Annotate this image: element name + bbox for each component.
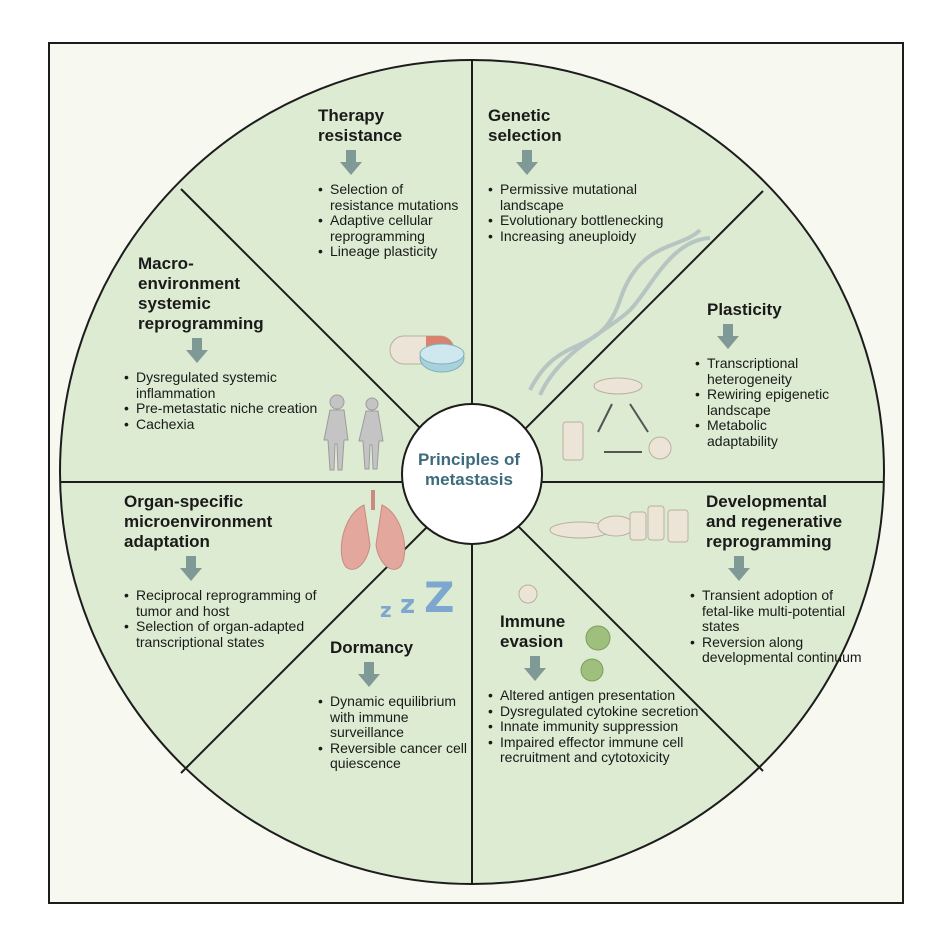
segment-title: resistance xyxy=(318,126,403,145)
segment-title: Genetic xyxy=(488,106,551,125)
segment-dormancy: Dormancy Dynamic equilibrium with immune… xyxy=(318,638,468,772)
center-circle xyxy=(401,403,543,545)
bullet-list: Reciprocal reprogramming of tumor and ho… xyxy=(124,587,354,650)
list-item: Transient adoption of fetal-like multi-p… xyxy=(690,587,865,635)
segment-title: Therapy xyxy=(318,106,385,125)
list-item: Dysregulated cytokine secretion xyxy=(488,703,718,720)
segment-title: Developmental xyxy=(706,492,827,511)
segment-title: Immune xyxy=(500,612,566,631)
list-item: Increasing aneuploidy xyxy=(488,228,678,245)
segment-title: Plasticity xyxy=(707,300,782,319)
list-item: Adaptive cellular reprogramming xyxy=(318,212,468,244)
segment-title: selection xyxy=(488,126,562,145)
center-title: Principles of metastasis xyxy=(398,450,540,490)
bullet-list: Permissive mutational landscape Evolutio… xyxy=(488,181,678,245)
segment-title: adaptation xyxy=(124,532,210,551)
down-arrow-icon xyxy=(717,324,739,350)
down-arrow-icon xyxy=(516,150,538,176)
list-item: Innate immunity suppression xyxy=(488,718,718,735)
lungs-illustration xyxy=(340,490,406,570)
segment-therapy-resistance: Therapy resistance Selection of resistan… xyxy=(318,106,468,260)
list-item: Altered antigen presentation xyxy=(488,687,718,704)
list-item: Reciprocal reprogramming of tumor and ho… xyxy=(124,587,354,619)
zzz-large: Z xyxy=(424,573,455,622)
zzz-small-1: z xyxy=(380,598,392,622)
segment-title: microenvironment xyxy=(124,512,273,531)
list-item: Reversible cancer cell quiescence xyxy=(318,740,468,772)
list-item: Dynamic equilibrium with immune surveill… xyxy=(318,693,468,741)
segment-plasticity: Plasticity Transcriptional heterogeneity… xyxy=(695,300,835,449)
bullet-list: Transcriptional heterogeneity Rewiring e… xyxy=(695,355,835,449)
list-item: Cachexia xyxy=(124,416,324,433)
segment-macro-environment: Macro- environment systemic reprogrammin… xyxy=(124,254,324,432)
segment-title: reprogramming xyxy=(706,532,832,551)
list-item: Pre-metastatic niche creation xyxy=(124,400,324,417)
segment-developmental-reprogramming: Developmental and regenerative reprogram… xyxy=(690,492,865,666)
human-bodies-illustration xyxy=(323,394,384,471)
down-arrow-icon xyxy=(340,150,362,176)
down-arrow-icon xyxy=(358,662,380,688)
segment-genetic-selection: Genetic selection Permissive mutational … xyxy=(488,106,678,244)
list-item: Permissive mutational landscape xyxy=(488,181,678,213)
list-item: Selection of resistance mutations xyxy=(318,181,468,213)
down-arrow-icon xyxy=(186,338,208,364)
list-item: Impaired effector immune cell recruitmen… xyxy=(488,734,718,766)
segment-immune-evasion: Immune evasion Altered antigen presentat… xyxy=(488,612,718,766)
down-arrow-icon xyxy=(728,556,750,582)
segment-title: and regenerative xyxy=(706,512,843,531)
segment-title: Macro- xyxy=(138,254,194,273)
list-item: Transcriptional heterogeneity xyxy=(695,355,835,387)
segment-organ-specific-adaptation: Organ-specific microenvironment adaptati… xyxy=(124,492,354,650)
center-title-line-2: metastasis xyxy=(425,470,513,489)
segment-title: environment xyxy=(138,274,241,293)
down-arrow-icon xyxy=(180,556,202,582)
down-arrow-icon xyxy=(524,656,546,682)
bullet-list: Selection of resistance mutations Adapti… xyxy=(318,181,468,260)
list-item: Reversion along developmental continuum xyxy=(690,634,865,666)
segment-title: Organ-specific xyxy=(124,492,244,511)
list-item: Selection of organ-adapted transcription… xyxy=(124,618,354,650)
immune-cells-illustration xyxy=(518,584,611,682)
bullet-list: Dysregulated systemic inflammation Pre-m… xyxy=(124,369,324,433)
list-item: Dysregulated systemic inflammation xyxy=(124,369,324,401)
list-item: Metabolic adaptability xyxy=(695,417,835,449)
segment-title: evasion xyxy=(500,632,564,651)
cell-states-illustration xyxy=(562,377,672,461)
zzz-small-2: z xyxy=(400,590,416,620)
list-item: Lineage plasticity xyxy=(318,243,468,260)
list-item: Evolutionary bottlenecking xyxy=(488,212,678,229)
bullet-list: Dynamic equilibrium with immune surveill… xyxy=(318,693,468,772)
bullet-list: Transient adoption of fetal-like multi-p… xyxy=(690,587,865,666)
center-title-line-1: Principles of xyxy=(417,450,521,469)
segment-title: reprogramming xyxy=(138,314,264,333)
pills-illustration xyxy=(389,335,465,373)
bullet-list: Altered antigen presentation Dysregulate… xyxy=(488,687,718,766)
segment-title: systemic xyxy=(138,294,211,313)
list-item: Rewiring epigenetic landscape xyxy=(695,386,835,418)
developmental-cells-illustration xyxy=(549,505,689,543)
